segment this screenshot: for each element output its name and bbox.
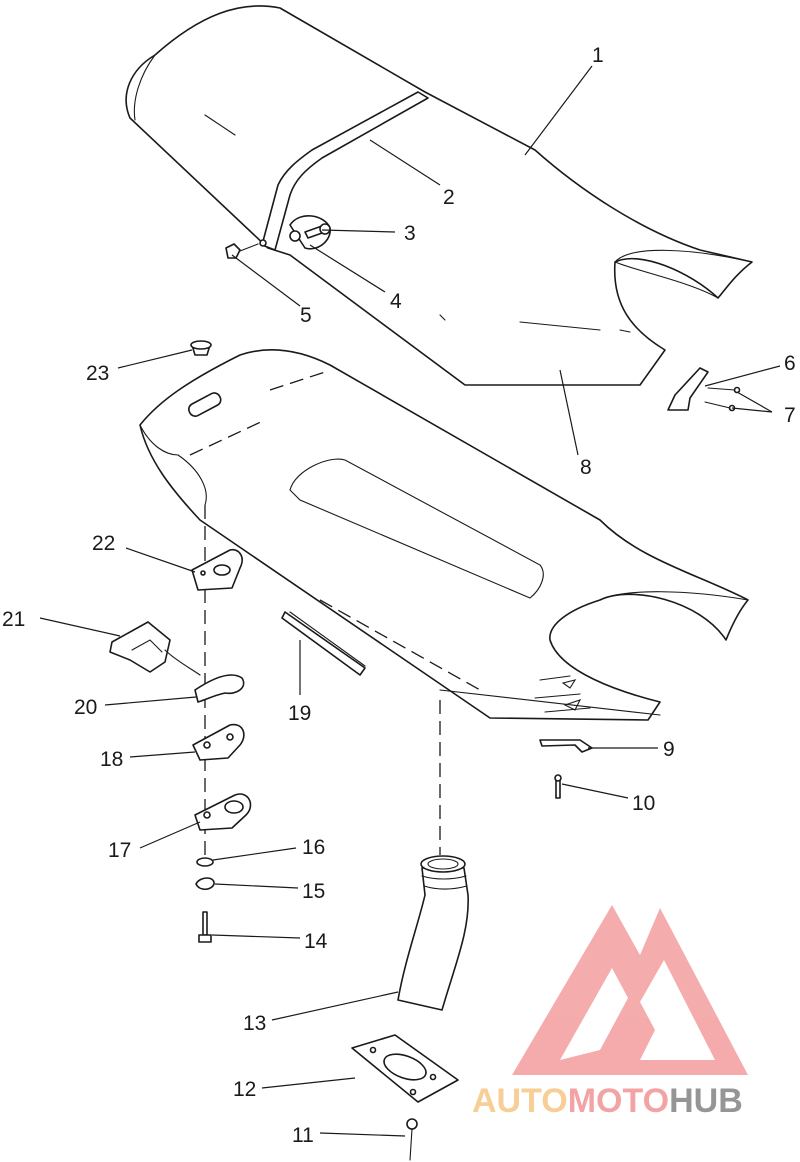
- screw-11: [406, 1118, 418, 1161]
- callout-8: 8: [580, 456, 592, 479]
- air-duct-13: [397, 855, 469, 1011]
- latch-parts: [109, 548, 252, 943]
- grommet-23: [190, 340, 212, 356]
- seat-cushion: [125, 5, 753, 386]
- gasket-12: [351, 1034, 459, 1103]
- callout-21: 21: [2, 608, 25, 631]
- washer-16: [196, 857, 214, 867]
- callout-16: 16: [302, 836, 325, 859]
- callout-11: 11: [292, 1124, 314, 1147]
- washer-4: [289, 230, 301, 242]
- callout-4: 4: [390, 290, 402, 313]
- logo-text-moto: MOTO: [568, 1082, 669, 1120]
- strap-hole: [259, 239, 267, 247]
- callout-9: 9: [663, 738, 675, 761]
- callout-labels: 1 2 3 4 5 6 7 8 9 10 11 12 13 14 15 16 1…: [2, 44, 796, 1147]
- callout-18: 18: [100, 748, 123, 771]
- logo-text-auto: AUTO: [472, 1082, 568, 1120]
- watermark-logo: AUTOMOTOHUB: [472, 905, 748, 1120]
- callout-13: 13: [243, 1012, 266, 1035]
- latch-lever-20: [194, 674, 245, 703]
- callout-6: 6: [784, 352, 796, 375]
- logo-triangle-mark: [512, 905, 748, 1075]
- callout-7: 7: [784, 404, 796, 427]
- callout-3: 3: [404, 222, 416, 245]
- callout-14: 14: [304, 930, 328, 953]
- seat-pan: [139, 349, 749, 721]
- strap-hardware: [225, 215, 331, 259]
- seat-clip-hardware: [667, 367, 741, 412]
- clip-9: [539, 739, 593, 753]
- latch-21: [109, 621, 171, 673]
- callout-22: 22: [92, 532, 115, 555]
- callout-23: 23: [86, 362, 109, 385]
- seat-pan-body: [139, 349, 749, 721]
- rear-clip-hardware: [539, 739, 593, 799]
- callout-1: 1: [592, 44, 604, 67]
- clip-15: [195, 877, 215, 891]
- callout-10: 10: [632, 792, 655, 815]
- callout-17: 17: [108, 839, 131, 862]
- plate-18: [192, 723, 245, 761]
- logo-text: AUTOMOTOHUB: [472, 1082, 743, 1120]
- seat-assembly: [125, 5, 753, 386]
- callout-5: 5: [300, 304, 312, 327]
- callout-20: 20: [74, 696, 97, 719]
- nut-5: [225, 243, 241, 259]
- clip-6: [667, 367, 709, 411]
- callout-2: 2: [443, 186, 455, 209]
- plate-17: [194, 793, 252, 831]
- seat-pan-recess: [289, 458, 544, 599]
- leader-lines: [39, 65, 781, 1137]
- callout-12: 12: [233, 1078, 256, 1101]
- seat-strap: [261, 91, 429, 251]
- screw-14: [202, 911, 208, 936]
- callout-19: 19: [288, 702, 311, 725]
- logo-text-hub: HUB: [669, 1082, 743, 1120]
- seat-pan-slot: [188, 392, 222, 417]
- callout-15: 15: [302, 880, 325, 903]
- weatherstrip-19: [281, 611, 366, 676]
- bolt-head-3: [319, 223, 331, 235]
